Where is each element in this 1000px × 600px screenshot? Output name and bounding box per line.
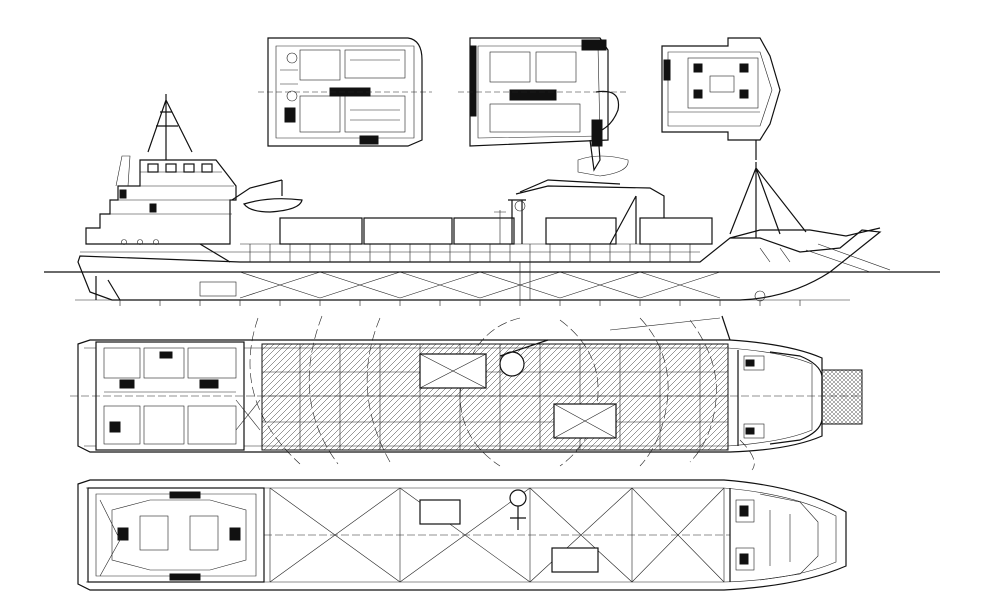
main-deck-plan	[70, 315, 863, 471]
deck-plan-upper	[258, 37, 432, 147]
deck-plan-bridge-top	[661, 37, 781, 160]
hold-plan	[77, 479, 847, 591]
deck-plan-wheelhouse	[458, 37, 629, 177]
side-profile	[44, 94, 940, 306]
